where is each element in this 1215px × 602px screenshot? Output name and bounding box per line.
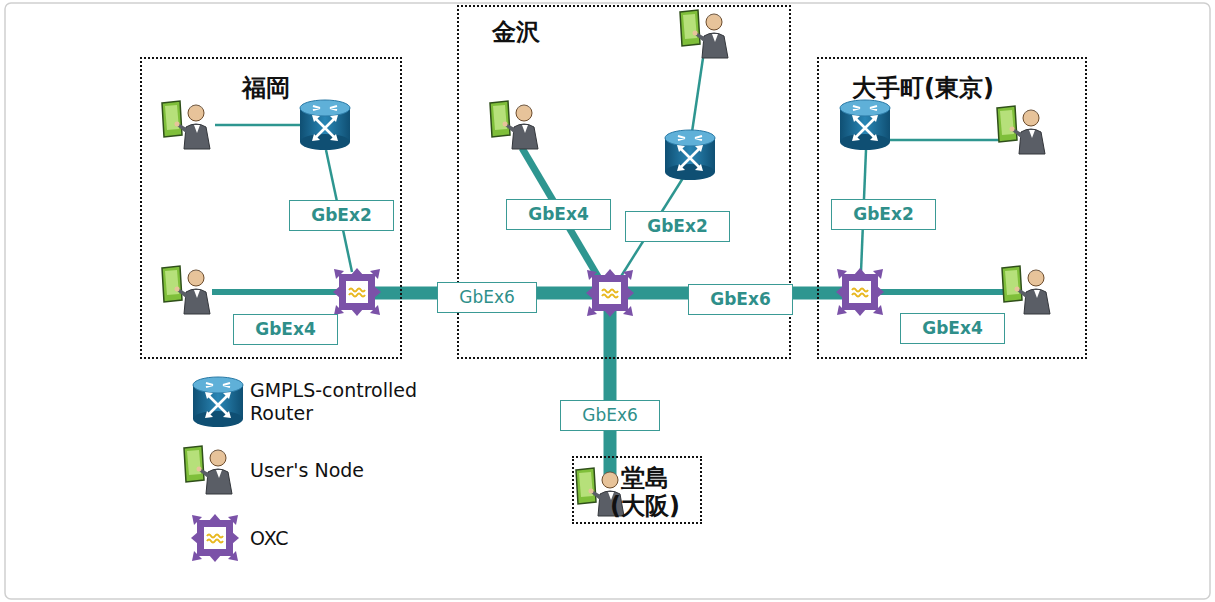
link-capacity-tag: GbEx6 [560,400,660,431]
capacity-label: GbEx2 [626,212,729,240]
router-icon [665,130,715,180]
link-capacity-tag: GbEx4 [233,314,338,345]
capacity-label: GbEx2 [290,201,393,229]
site-name: 金沢 [492,19,540,47]
legend-text: User's Node [250,459,440,482]
legend-text: GMPLS-controlled Router [250,379,440,425]
access-link [890,139,1000,142]
user-node-icon [162,266,210,314]
user-link [875,289,1008,295]
user-link [212,289,340,295]
user-node-icon [997,106,1045,154]
user-node-icon [162,101,210,149]
access-link [215,124,302,127]
legend-router-icon [193,377,243,427]
link-capacity-tag: GbEx4 [900,313,1005,344]
legend-entry: GMPLS-controlled Router [250,379,440,425]
link-capacity-tag: GbEx6 [437,282,537,313]
site-name: 福岡 [242,75,290,103]
site-name: 堂島 (大阪) [610,465,680,520]
legend-text: OXC [250,527,440,550]
link-capacity-tag: GbEx6 [688,284,793,315]
user-node-icon [680,10,728,58]
link-capacity-tag: GbEx2 [289,200,394,231]
access-link [692,58,703,132]
oxc-icon [586,269,634,317]
site-region: 大手町(東京) GbEx2GbEx4 [817,57,1087,359]
site-region: 堂島 (大阪) [572,456,702,524]
outer-frame [5,3,1210,599]
oxc-icon [333,268,381,316]
capacity-label: GbEx4 [507,200,610,228]
legend-entry: User's Node [250,459,440,482]
link-capacity-tag: GbEx2 [831,199,936,230]
user-node-icon [490,101,538,149]
link-capacity-tag: GbEx2 [625,211,730,242]
site-name: 大手町(東京) [852,75,994,103]
legend-oxc-icon [191,514,239,562]
router-icon [840,100,890,150]
links [212,58,1008,475]
oxc-icon [836,268,884,316]
capacity-label: GbEx6 [561,401,659,429]
capacity-label: GbEx2 [832,200,935,228]
capacity-label: GbEx4 [234,315,337,343]
router-icon [300,100,350,150]
capacity-label: GbEx6 [438,283,536,311]
link-capacity-tag: GbEx4 [506,199,611,230]
icons [162,10,1050,562]
capacity-label: GbEx4 [901,314,1004,342]
legend-entry: OXC [250,527,440,550]
user-node-icon [1002,266,1050,314]
trunk-link [604,293,617,475]
capacity-label: GbEx6 [689,285,792,313]
site-region: 福岡 GbEx2GbEx4 [140,57,402,359]
legend-user-icon [184,446,232,494]
